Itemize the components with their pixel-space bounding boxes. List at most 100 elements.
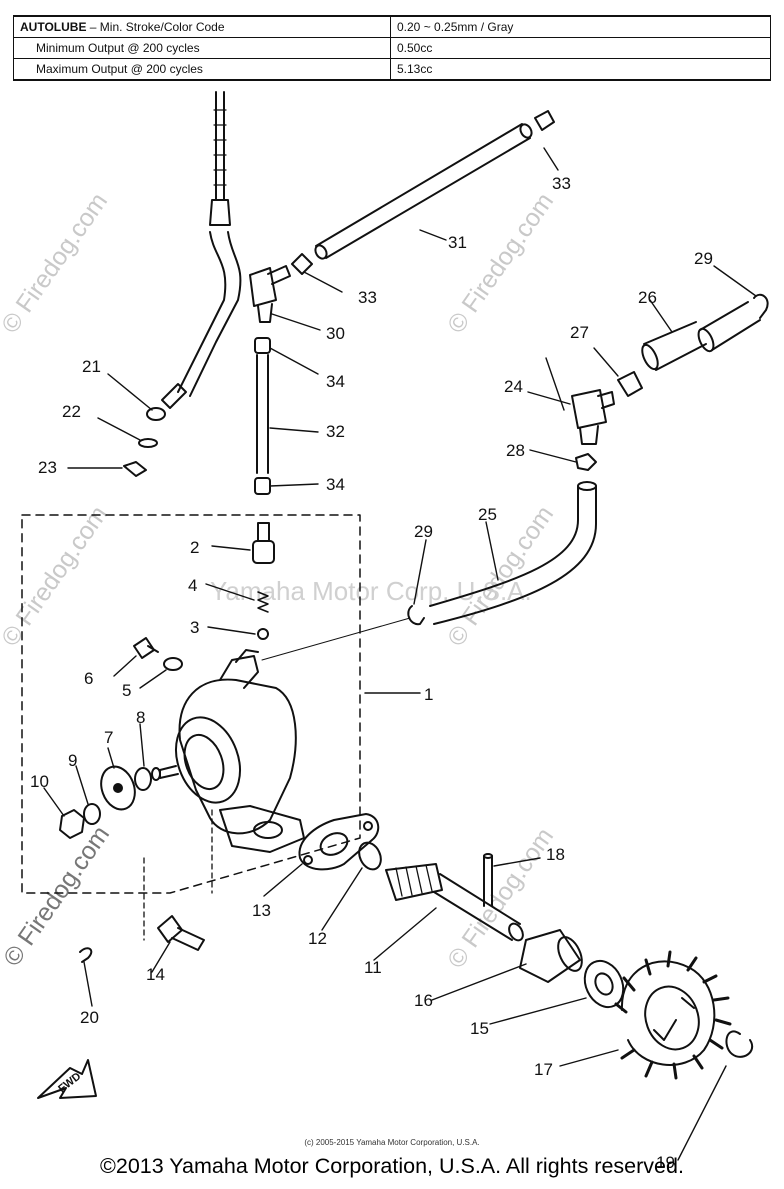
spec-title-value: 0.20 ~ 0.25mm / Gray — [390, 15, 771, 38]
callout-14: 14 — [146, 965, 165, 984]
watermark-firedog-5: © Firedog.com — [0, 821, 115, 972]
gasket-13 — [298, 813, 380, 871]
callout-22: 22 — [62, 402, 81, 421]
callout-5: 5 — [122, 681, 131, 700]
callout-34-lower: 34 — [326, 475, 345, 494]
fitting-2 — [252, 522, 275, 564]
callout-16: 16 — [414, 991, 433, 1010]
callout-11: 11 — [364, 958, 382, 977]
callout-10: 10 — [30, 772, 49, 791]
autolube-pump-1 — [143, 649, 305, 941]
hose-25 — [429, 481, 597, 625]
callout-32: 32 — [326, 422, 345, 441]
clip-20 — [79, 947, 93, 963]
cable-housing — [215, 91, 225, 201]
spring-4 — [257, 591, 269, 613]
callout-27: 27 — [570, 323, 589, 342]
clamp-29-right — [753, 293, 769, 319]
callout-15: 15 — [470, 1019, 489, 1038]
callout-3: 3 — [190, 618, 199, 637]
assembly-boundary — [21, 514, 361, 894]
callout-4: 4 — [188, 576, 197, 595]
cable-inner — [177, 231, 227, 393]
elbow-fitting-30 — [249, 265, 291, 323]
clamp-29-left — [407, 605, 425, 626]
small-copyright: (c) 2005-2015 Yamaha Motor Corporation, … — [304, 1138, 480, 1147]
washer-5 — [163, 657, 183, 671]
spec-max-label: Maximum Output @ 200 cycles — [13, 58, 391, 81]
cable-end — [161, 383, 187, 409]
callout-30: 30 — [326, 324, 345, 343]
banjo-fitting-24 — [571, 389, 615, 445]
callout-29-lower: 29 — [414, 522, 433, 541]
callout-29-upper: 29 — [694, 249, 713, 268]
circlip-19 — [725, 1030, 753, 1058]
washer-8 — [134, 767, 152, 791]
callout-33-lower: 33 — [358, 288, 377, 307]
callout-21: 21 — [82, 357, 101, 376]
watermark-firedog-2: © Firedog.com — [442, 188, 559, 339]
callout-26: 26 — [638, 288, 657, 307]
copyright-notice: ©2013 Yamaha Motor Corporation, U.S.A. A… — [100, 1154, 684, 1178]
nut-28 — [575, 453, 597, 471]
callout-33-upper: 33 — [552, 174, 571, 193]
watermark-firedog-6: © Firedog.com — [442, 823, 559, 974]
nut-33-left — [291, 253, 313, 275]
callout-8: 8 — [136, 708, 145, 727]
callout-23: 23 — [38, 458, 57, 477]
routing-line — [261, 617, 411, 661]
spec-row-min: Minimum Output @ 200 cycles 0.50cc — [13, 37, 771, 59]
clip-23 — [123, 461, 147, 477]
callout-17: 17 — [534, 1060, 553, 1079]
leader-lines — [43, 147, 757, 1161]
tube-32 — [256, 354, 269, 474]
callout-28: 28 — [506, 441, 525, 460]
oring-12 — [358, 841, 382, 871]
callout-9: 9 — [68, 751, 77, 770]
gear-17 — [614, 950, 732, 1080]
callout-12: 12 — [308, 929, 327, 948]
spec-title-key: AUTOLUBE — [20, 20, 87, 34]
washer-9 — [83, 803, 101, 825]
callout-31: 31 — [448, 233, 467, 252]
ball-3 — [257, 628, 269, 640]
callout-13: 13 — [252, 901, 271, 920]
sleeve-34-lower — [254, 477, 271, 495]
nut-33-top — [534, 110, 555, 131]
spec-min-value: 0.50cc — [390, 37, 771, 59]
plate-7 — [100, 765, 136, 811]
callout-7: 7 — [104, 728, 113, 747]
bearing-15 — [583, 959, 625, 1009]
callout-34-upper: 34 — [326, 372, 345, 391]
spec-max-value: 5.13cc — [390, 58, 771, 81]
callout-19: 19 — [656, 1153, 675, 1172]
callout-2: 2 — [190, 538, 199, 557]
callout-24: 24 — [504, 377, 523, 396]
sleeve-34-upper — [254, 337, 271, 354]
oring-22 — [138, 438, 158, 448]
callout-20: 20 — [80, 1008, 99, 1027]
watermark-firedog-1: © Firedog.com — [0, 188, 113, 339]
callout-1: 1 — [424, 685, 433, 704]
fwd-arrow-icon — [37, 1059, 97, 1099]
bolt-6 — [133, 637, 159, 659]
spec-table: AUTOLUBE – Min. Stroke/Color Code 0.20 ~… — [13, 15, 771, 81]
pin-18 — [483, 853, 493, 907]
collar-16 — [519, 929, 583, 983]
sleeve-26 — [641, 301, 761, 371]
cable-adjuster — [209, 199, 231, 226]
callout-18: 18 — [546, 845, 565, 864]
spec-row-max: Maximum Output @ 200 cycles 5.13cc — [13, 58, 771, 81]
screw-14 — [157, 915, 205, 951]
drive-shaft-11 — [385, 863, 524, 942]
spec-title-rest: – Min. Stroke/Color Code — [86, 20, 225, 34]
watermark-yamaha: Yamaha Motor Corp. U.S.A. — [210, 576, 532, 606]
callout-6: 6 — [84, 669, 93, 688]
nut-27 — [617, 371, 643, 397]
washer-21 — [146, 407, 166, 421]
nut-10 — [59, 809, 85, 839]
fwd-label: FWD — [56, 1070, 83, 1095]
pipe-31 — [314, 123, 533, 260]
spec-row-stroke: AUTOLUBE – Min. Stroke/Color Code 0.20 ~… — [13, 15, 771, 38]
